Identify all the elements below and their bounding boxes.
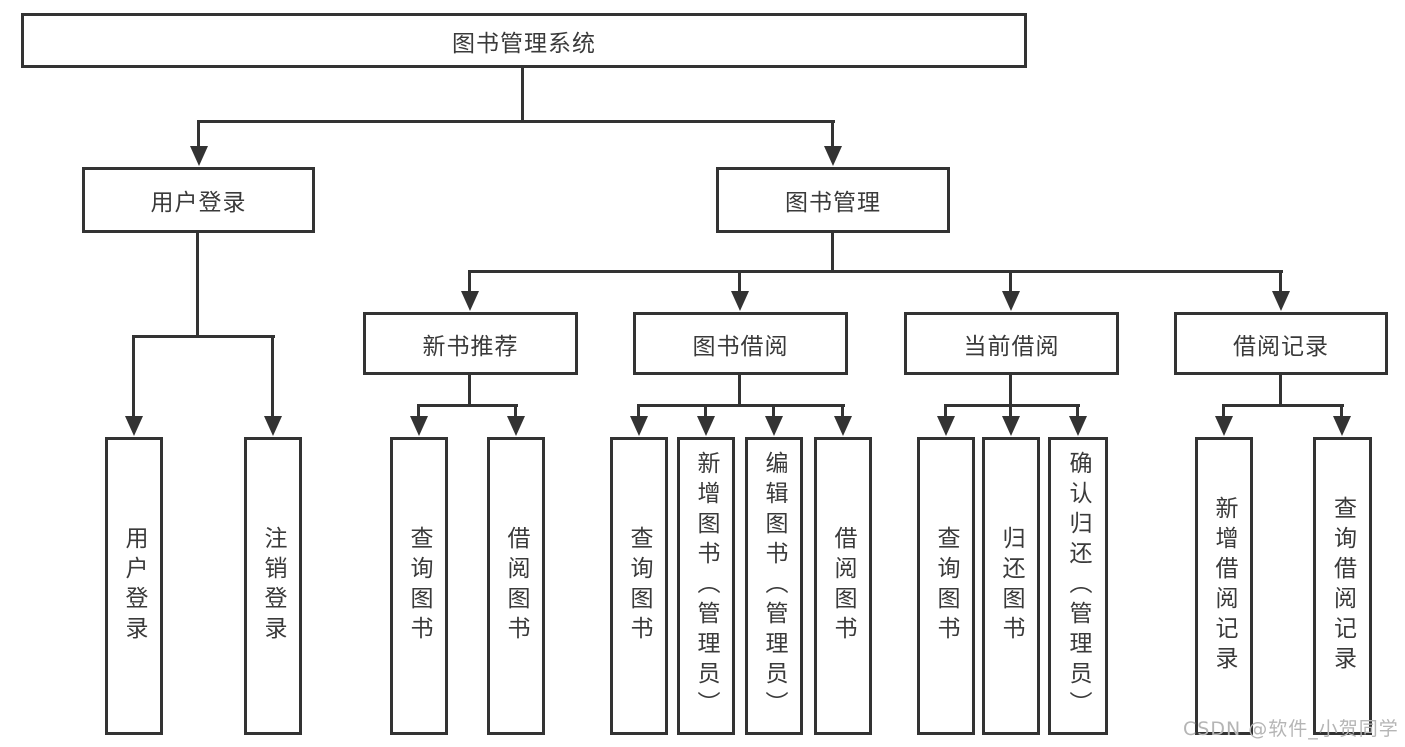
connector-line bbox=[831, 233, 834, 273]
leaf-label: 新增借阅记录 bbox=[1211, 496, 1237, 676]
connector-line bbox=[1222, 404, 1225, 418]
connector-line bbox=[1279, 270, 1282, 293]
node-new-book-recommend: 新书推荐 bbox=[363, 312, 578, 375]
leaf-search-books-current: 查询图书 bbox=[917, 437, 975, 735]
node-library-management-system: 图书管理系统 bbox=[21, 13, 1027, 68]
connector-line bbox=[417, 404, 420, 418]
leaf-label: 新增图书（管理员） bbox=[693, 451, 719, 721]
arrow-down-icon bbox=[125, 416, 143, 436]
connector-line bbox=[132, 335, 135, 418]
leaf-label: 归还图书 bbox=[998, 526, 1024, 646]
node-book-management: 图书管理 bbox=[716, 167, 950, 233]
node-current-borrow: 当前借阅 bbox=[904, 312, 1119, 375]
arrow-down-icon bbox=[1333, 416, 1351, 436]
leaf-add-book-admin: 新增图书（管理员） bbox=[677, 437, 735, 735]
connector-line bbox=[197, 120, 200, 148]
leaf-edit-book-admin: 编辑图书（管理员） bbox=[745, 437, 803, 735]
leaf-confirm-return-admin: 确认归还（管理员） bbox=[1048, 437, 1108, 735]
connector-line bbox=[1279, 375, 1282, 407]
connector-line bbox=[944, 404, 947, 418]
leaf-label: 借阅图书 bbox=[830, 526, 856, 646]
leaf-label: 编辑图书（管理员） bbox=[761, 451, 787, 721]
leaf-search-books-borrow: 查询图书 bbox=[610, 437, 668, 735]
connector-line bbox=[521, 68, 524, 123]
connector-line bbox=[1009, 270, 1012, 293]
leaf-search-books-recommend: 查询图书 bbox=[390, 437, 448, 735]
arrow-down-icon bbox=[1002, 291, 1020, 311]
leaf-label: 确认归还（管理员） bbox=[1065, 451, 1091, 721]
arrow-down-icon bbox=[1215, 416, 1233, 436]
leaf-label: 查询图书 bbox=[406, 526, 432, 646]
arrow-down-icon bbox=[264, 416, 282, 436]
connector-line bbox=[271, 335, 274, 418]
arrow-down-icon bbox=[1002, 416, 1020, 436]
connector-line bbox=[738, 270, 741, 293]
connector-line bbox=[132, 335, 275, 338]
arrow-down-icon bbox=[1069, 416, 1087, 436]
connector-line bbox=[197, 120, 835, 123]
connector-line bbox=[738, 375, 741, 407]
arrow-down-icon bbox=[190, 146, 208, 166]
arrow-down-icon bbox=[765, 416, 783, 436]
connector-line bbox=[196, 233, 199, 338]
arrow-down-icon bbox=[731, 291, 749, 311]
leaf-label: 查询借阅记录 bbox=[1329, 496, 1356, 676]
connector-line bbox=[1009, 404, 1012, 418]
connector-line bbox=[772, 404, 775, 418]
leaf-label: 借阅图书 bbox=[503, 526, 529, 646]
connector-line bbox=[1340, 404, 1343, 418]
leaf-add-borrow-record: 新增借阅记录 bbox=[1195, 437, 1253, 735]
connector-line bbox=[637, 404, 845, 407]
arrow-down-icon bbox=[410, 416, 428, 436]
connector-line bbox=[468, 270, 1283, 273]
arrow-down-icon bbox=[630, 416, 648, 436]
arrow-down-icon bbox=[461, 291, 479, 311]
node-borrow-records: 借阅记录 bbox=[1174, 312, 1388, 375]
node-user-login: 用户登录 bbox=[82, 167, 315, 233]
arrow-down-icon bbox=[937, 416, 955, 436]
connector-line bbox=[468, 375, 471, 407]
connector-line bbox=[417, 404, 518, 407]
csdn-watermark: CSDN @软件_小贺同学 bbox=[1183, 718, 1399, 740]
arrow-down-icon bbox=[697, 416, 715, 436]
arrow-down-icon bbox=[834, 416, 852, 436]
leaf-borrow-books-borrow: 借阅图书 bbox=[814, 437, 872, 735]
leaf-label: 注销登录 bbox=[260, 526, 286, 646]
leaf-logout: 注销登录 bbox=[244, 437, 302, 735]
node-book-borrow: 图书借阅 bbox=[633, 312, 848, 375]
arrow-down-icon bbox=[1272, 291, 1290, 311]
arrow-down-icon bbox=[507, 416, 525, 436]
connector-line bbox=[831, 120, 834, 148]
leaf-return-book: 归还图书 bbox=[982, 437, 1040, 735]
connector-line bbox=[704, 404, 707, 418]
connector-line bbox=[1222, 404, 1344, 407]
connector-line bbox=[1009, 375, 1012, 407]
leaf-label: 查询图书 bbox=[626, 526, 652, 646]
leaf-label: 查询图书 bbox=[933, 526, 959, 646]
leaf-user-login: 用户登录 bbox=[105, 437, 163, 735]
connector-line bbox=[944, 404, 1080, 407]
connector-line bbox=[1076, 404, 1079, 418]
leaf-search-borrow-record: 查询借阅记录 bbox=[1313, 437, 1372, 735]
arrow-down-icon bbox=[824, 146, 842, 166]
leaf-borrow-books-recommend: 借阅图书 bbox=[487, 437, 545, 735]
connector-line bbox=[514, 404, 517, 418]
connector-line bbox=[841, 404, 844, 418]
connector-line bbox=[468, 270, 471, 293]
leaf-label: 用户登录 bbox=[121, 526, 147, 646]
connector-line bbox=[637, 404, 640, 418]
